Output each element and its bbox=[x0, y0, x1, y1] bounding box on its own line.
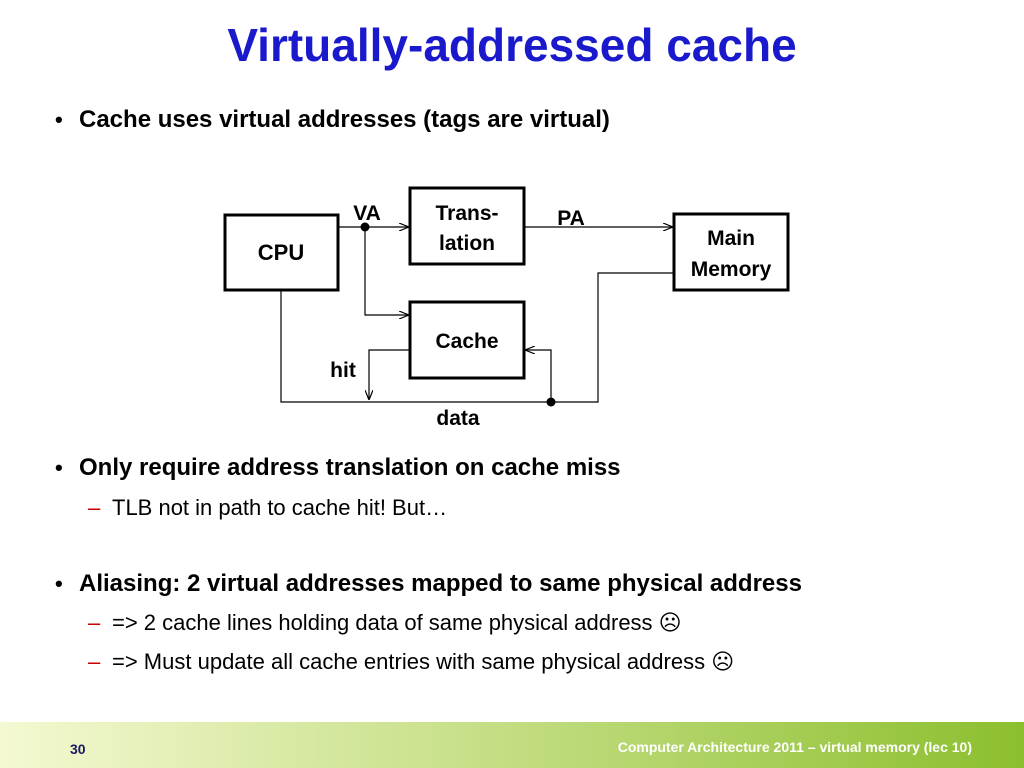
translation-label-2: lation bbox=[439, 232, 495, 255]
data-to-cache-arrow bbox=[526, 350, 552, 402]
cpu-box bbox=[223, 213, 340, 292]
bullet-text: Only require address translation on cach… bbox=[79, 454, 621, 481]
translation-label-1: Trans- bbox=[435, 202, 498, 225]
subbullet-text: => 2 cache lines holding data of same ph… bbox=[112, 610, 682, 635]
bullet-translation-on-miss: • Only require address translation on ca… bbox=[55, 454, 621, 482]
bullet-marker: • bbox=[55, 455, 63, 480]
subbullet-tlb: – TLB not in path to cache hit! But… bbox=[88, 495, 447, 521]
va-label: VA bbox=[353, 202, 381, 225]
cache-box bbox=[408, 300, 526, 380]
subbullet-two-cache-lines: – => 2 cache lines holding data of same … bbox=[88, 610, 682, 636]
footer-course-title: Computer Architecture 2011 – virtual mem… bbox=[617, 739, 972, 755]
cache-label: Cache bbox=[435, 330, 498, 353]
bullet-marker: • bbox=[55, 107, 63, 132]
subbullet-marker: – bbox=[88, 495, 101, 520]
subbullet-update-all: – => Must update all cache entries with … bbox=[88, 649, 734, 675]
data-bus-line bbox=[280, 272, 674, 403]
va-to-cache-arrow bbox=[364, 227, 408, 315]
bullet-text: Cache uses virtual addresses (tags are v… bbox=[79, 106, 610, 133]
bullet-marker: • bbox=[55, 571, 63, 596]
cpu-label: CPU bbox=[258, 240, 304, 265]
page-number: 30 bbox=[70, 741, 86, 757]
bullet-text: Aliasing: 2 virtual addresses mapped to … bbox=[79, 570, 802, 597]
bullet-aliasing: • Aliasing: 2 virtual addresses mapped t… bbox=[55, 570, 802, 598]
hit-arrow bbox=[369, 349, 410, 399]
bullet-virtual-tags: • Cache uses virtual addresses (tags are… bbox=[55, 106, 610, 134]
main-memory-box bbox=[672, 212, 790, 292]
pa-label: PA bbox=[557, 207, 585, 230]
subbullet-marker: – bbox=[88, 649, 101, 674]
main-memory-label-1: Main bbox=[707, 227, 755, 250]
main-memory-label-2: Memory bbox=[691, 258, 772, 281]
translation-box bbox=[408, 186, 526, 266]
footer-bar bbox=[0, 722, 1024, 768]
subbullet-marker: – bbox=[88, 610, 101, 635]
slide-title: Virtually-addressed cache bbox=[227, 19, 797, 71]
subbullet-text: => Must update all cache entries with sa… bbox=[112, 649, 735, 674]
subbullet-text: TLB not in path to cache hit! But… bbox=[112, 495, 448, 520]
hit-label: hit bbox=[330, 359, 356, 382]
data-label: data bbox=[436, 407, 480, 430]
